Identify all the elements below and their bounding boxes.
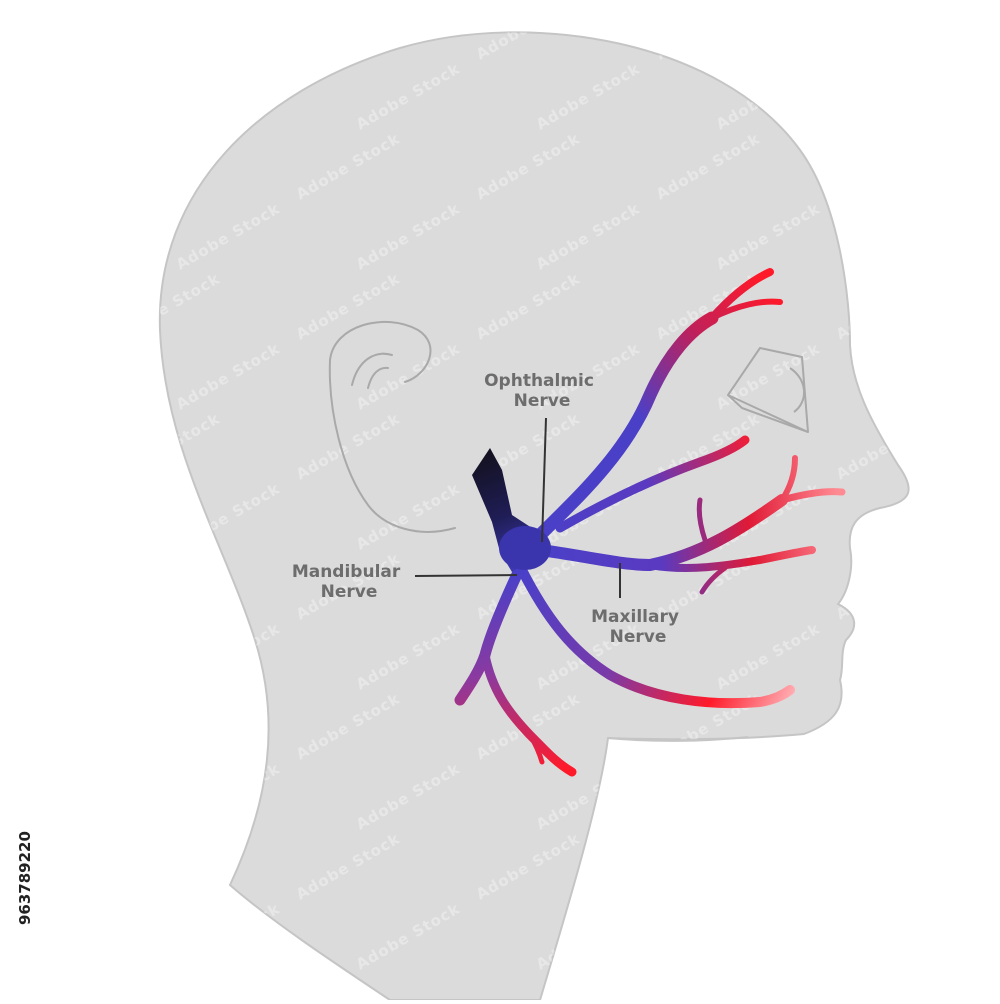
watermark-text: Adobe Stock bbox=[113, 689, 223, 763]
ear-outline bbox=[328, 321, 456, 533]
watermark-text: Adobe Stock bbox=[833, 129, 943, 203]
stock-id: 963789220 bbox=[16, 831, 34, 925]
watermark-text: Adobe Stock bbox=[653, 0, 763, 63]
watermark-text: Adobe Stock bbox=[713, 759, 823, 833]
watermark-text: Adobe Stock bbox=[893, 899, 1000, 973]
ophthalmic-label-line-1: Ophthalmic bbox=[484, 371, 594, 391]
mandibular-descending-twig-b bbox=[527, 732, 545, 765]
watermark-text: Adobe Stock bbox=[833, 829, 943, 903]
maxillary-label-line-1: Maxillary bbox=[591, 607, 679, 627]
mandibular-label-line-2: Nerve bbox=[321, 582, 378, 602]
maxillary-nerve-lower-branch bbox=[646, 546, 816, 572]
mandibular-label-line-1: Mandibular bbox=[292, 562, 401, 582]
watermark-text: Adobe Stock bbox=[113, 829, 223, 903]
watermark-text: Adobe Stock bbox=[113, 0, 223, 63]
leader-lines bbox=[414, 417, 621, 598]
watermark-text: Adobe Stock bbox=[893, 339, 1000, 413]
eye-outline bbox=[727, 347, 809, 433]
ophthalmic-nerve-branch bbox=[533, 311, 719, 542]
watermark-text: Adobe Stock bbox=[173, 899, 283, 973]
ophthalmic-nerve-label: Ophthalmic Nerve bbox=[484, 371, 600, 411]
watermark-text: Adobe Stock bbox=[833, 269, 943, 343]
ophthalmic-leader-line bbox=[541, 417, 547, 543]
maxillary-nerve-lower-twig bbox=[699, 565, 728, 595]
mandibular-jaw-branch bbox=[517, 565, 795, 709]
trigeminal-nerve-branches bbox=[454, 268, 846, 777]
watermark-text: Adobe Stock bbox=[893, 619, 1000, 693]
watermark-text: Adobe Stock bbox=[893, 199, 1000, 273]
jaw-contour bbox=[607, 736, 749, 742]
watermark-text: Adobe Stock bbox=[893, 59, 1000, 133]
ophthalmic-nerve-twig-b bbox=[709, 298, 783, 321]
maxillary-nerve-twig-a bbox=[778, 488, 846, 504]
watermark-text: Adobe Stock bbox=[713, 899, 823, 973]
watermark-text: Adobe Stock bbox=[893, 759, 1000, 833]
watermark-text: Adobe Stock bbox=[653, 829, 763, 903]
mandibular-nerve-label: Mandibular Nerve bbox=[292, 562, 406, 602]
mandibular-leader-line bbox=[414, 574, 518, 577]
ophthalmic-label-line-2: Nerve bbox=[514, 391, 571, 411]
watermark-text: Adobe Stock bbox=[113, 549, 223, 623]
trigeminal-ganglion bbox=[499, 526, 551, 570]
maxillary-nerve-label: Maxillary Nerve bbox=[591, 607, 685, 647]
maxillary-label-line-2: Nerve bbox=[610, 627, 667, 647]
watermark-text: Adobe Stock bbox=[833, 0, 943, 63]
watermark-text: Adobe Stock bbox=[833, 689, 943, 763]
maxillary-nerve-twig-b bbox=[779, 455, 798, 503]
maxillary-nerve-twig-c bbox=[696, 497, 708, 543]
infraorbital-branch bbox=[555, 435, 750, 533]
